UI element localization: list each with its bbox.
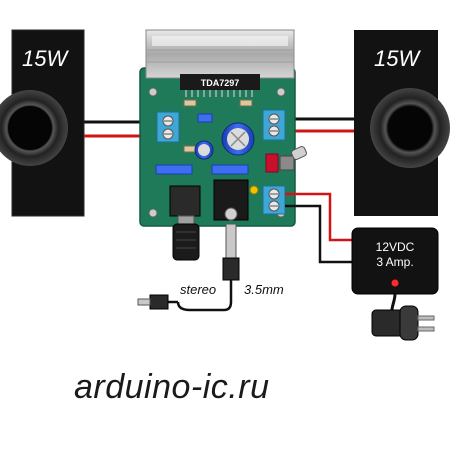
power-led [265,153,279,173]
right-speaker-label: 15W [374,46,421,71]
audio-plug-end [137,294,169,310]
power-input-terminal [262,185,286,215]
audio-size-label: 3.5mm [244,282,284,297]
watermark-text: arduino-ic.ru [74,368,270,406]
component-bar-right [211,164,249,175]
yellow-indicator [249,185,259,195]
psu-current-label: 3 Amp. [376,255,413,269]
audio-cable: stereo 3.5mm [137,223,284,312]
right-speaker: 15W [354,30,450,216]
component-bar-left [155,164,193,175]
psu-led [391,279,399,287]
audio-type-label: stereo [180,282,216,297]
power-supply: 12VDC 3 Amp. [351,227,439,311]
small-capacitor [197,113,213,123]
power-switch[interactable] [279,145,307,171]
power-wires [285,192,352,264]
left-speaker: 15W [0,29,85,217]
left-output-terminal [156,111,180,143]
volume-knob[interactable] [169,185,201,261]
right-output-terminal [262,109,286,141]
audio-plug-top [225,223,237,259]
amplifier-chip: TDA7297 [180,74,260,97]
left-speaker-label: 15W [22,46,69,71]
electrolytic-capacitor-large [221,122,255,156]
power-plug [371,305,435,341]
amplifier-board: TDA7297 [139,29,307,261]
right-speaker-wires [285,117,354,133]
electrolytic-capacitor-small [194,140,214,160]
heatsink [145,29,295,79]
chip-label: TDA7297 [201,78,240,88]
audio-input-jack [213,179,249,221]
psu-voltage-label: 12VDC [376,240,415,254]
